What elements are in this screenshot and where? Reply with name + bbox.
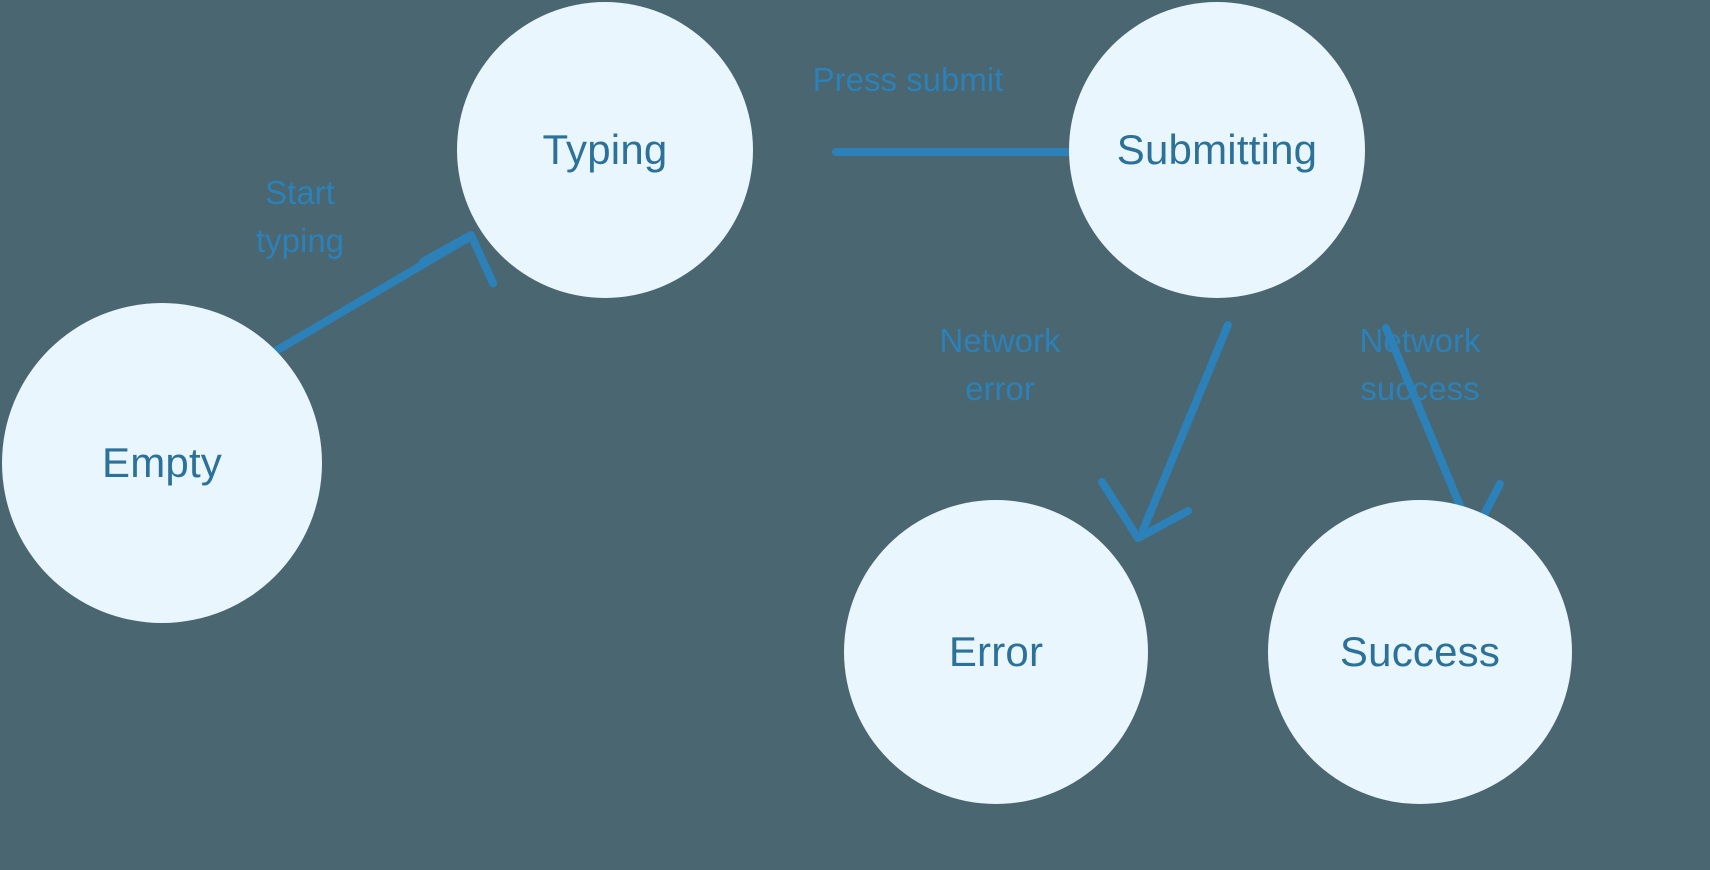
node-submitting[interactable]: Submitting: [1069, 2, 1365, 298]
edge-label-network-success: Network success: [1359, 322, 1481, 407]
edge-empty-to-typing: [270, 231, 498, 356]
node-error-label: Error: [948, 628, 1044, 675]
node-success-label: Success: [1339, 628, 1501, 675]
edge-submitting-to-error: [1098, 321, 1232, 542]
edge-label-start-typing: Start typing: [255, 174, 345, 259]
node-error[interactable]: Error: [844, 500, 1148, 804]
node-typing[interactable]: Typing: [457, 2, 753, 298]
edge-label-network-error: Network error: [939, 322, 1061, 407]
node-empty[interactable]: Empty: [2, 303, 322, 623]
node-empty-label: Empty: [101, 439, 223, 486]
edge-label-press-submit: Press submit: [812, 61, 1004, 99]
node-typing-label: Typing: [542, 126, 668, 173]
node-submitting-label: Submitting: [1116, 126, 1318, 173]
node-success[interactable]: Success: [1268, 500, 1572, 804]
